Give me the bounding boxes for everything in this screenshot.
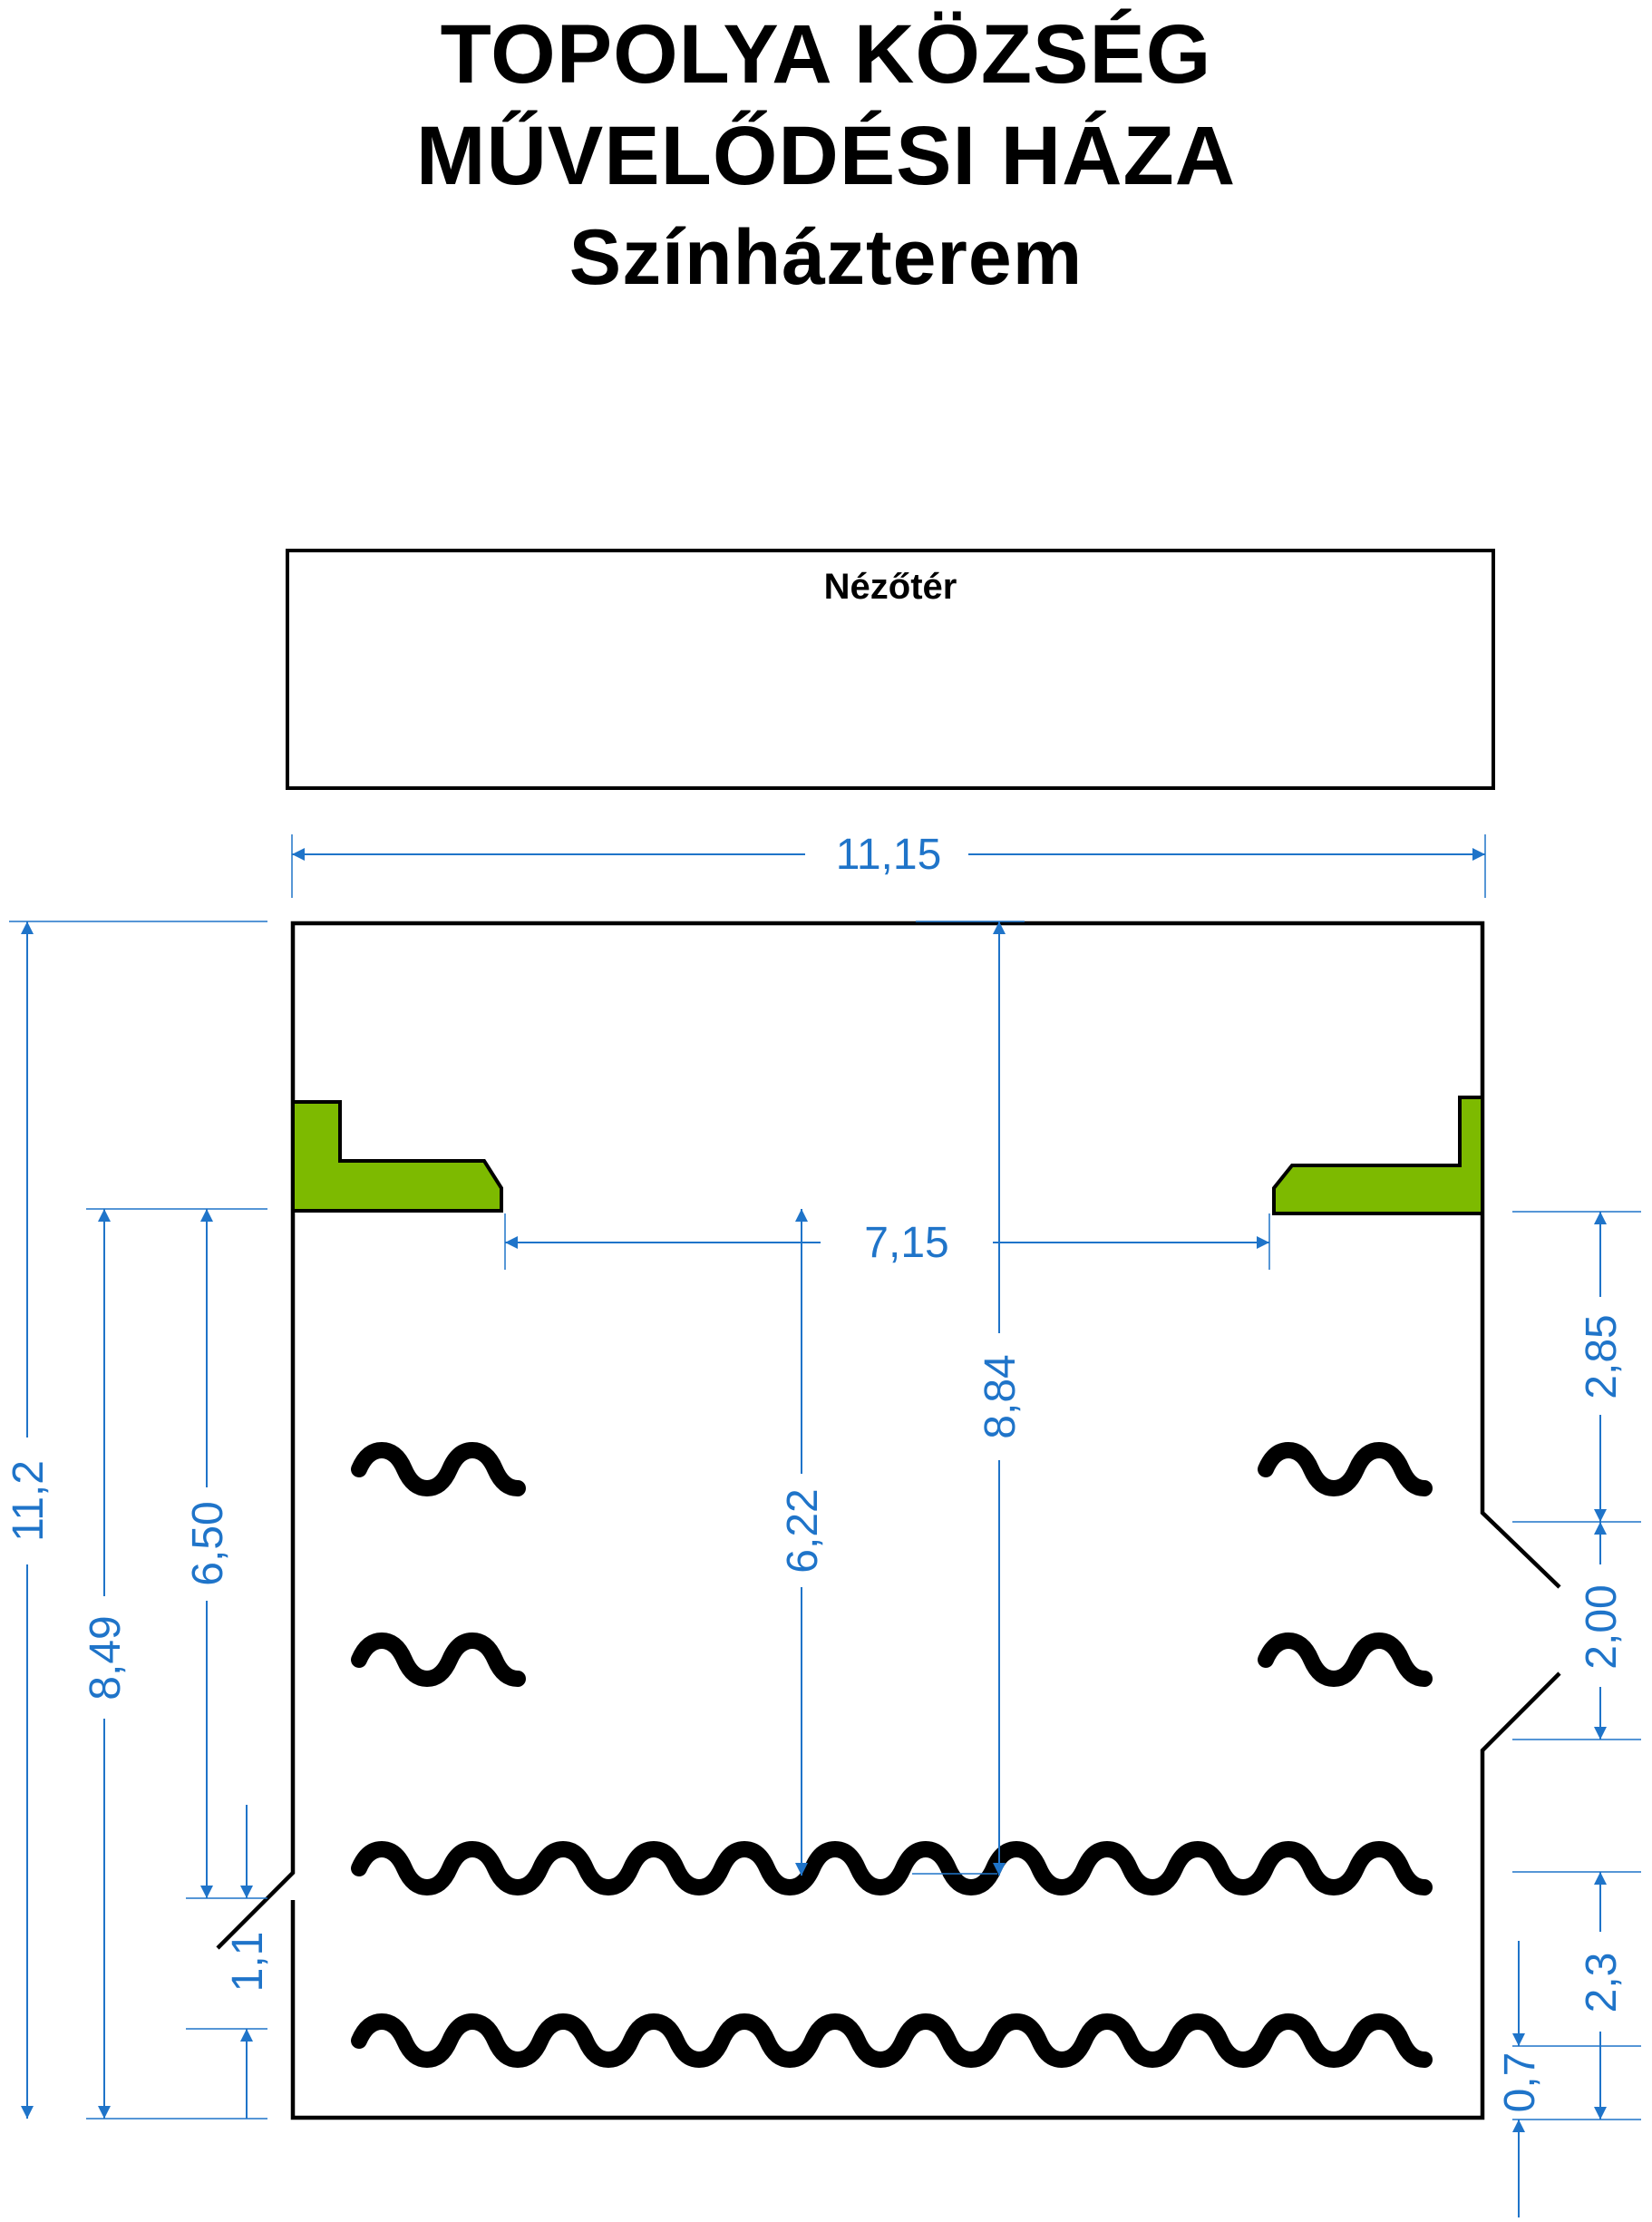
proscenium-right: [1272, 1096, 1484, 1215]
curtain-row-1-left: [351, 1441, 526, 1497]
dim-left-small: 1,1: [224, 1932, 272, 1993]
dim-center-a: 6,22: [779, 1488, 827, 1573]
title-line-1: TOPOLYA KÖZSÉG: [440, 8, 1212, 101]
dim-right-lower: 2,3: [1578, 1953, 1626, 2013]
title-line-3: Színházterem: [568, 214, 1084, 301]
dim-proscenium-width: 7,15: [864, 1219, 948, 1267]
title-block: TOPOLYA KÖZSÉG MŰVELŐDÉSI HÁZA Színházte…: [0, 0, 1652, 308]
curtain-row-4: [351, 2012, 1433, 2069]
auditorium-box: [286, 549, 1495, 790]
dim-stage-width: 11,15: [836, 831, 942, 879]
curtain-row-2-right: [1258, 1632, 1433, 1688]
dim-right-top: 2,85: [1578, 1314, 1626, 1398]
dim-center-b: 8,84: [977, 1354, 1025, 1438]
curtain-row-2-left: [351, 1632, 526, 1688]
dim-left-depth-b: 6,50: [184, 1501, 232, 1585]
curtain-row-3: [351, 1840, 1433, 1896]
title-line-2: MŰVELŐDÉSI HÁZA: [415, 110, 1237, 202]
dim-right-bottom: 0,7: [1496, 2052, 1544, 2113]
dimension-lines: [21, 848, 1607, 2217]
curtain-row-1-right: [1258, 1441, 1433, 1497]
stage-outline: [216, 921, 1561, 2120]
proscenium-left: [291, 1100, 503, 1213]
dim-right-door: 2,00: [1578, 1584, 1626, 1669]
dim-stage-depth: 11,2: [5, 1460, 53, 1542]
dim-left-depth-a: 8,49: [82, 1615, 130, 1700]
auditorium-label: Nézőtér: [824, 567, 957, 607]
extension-lines: [9, 834, 1641, 2120]
